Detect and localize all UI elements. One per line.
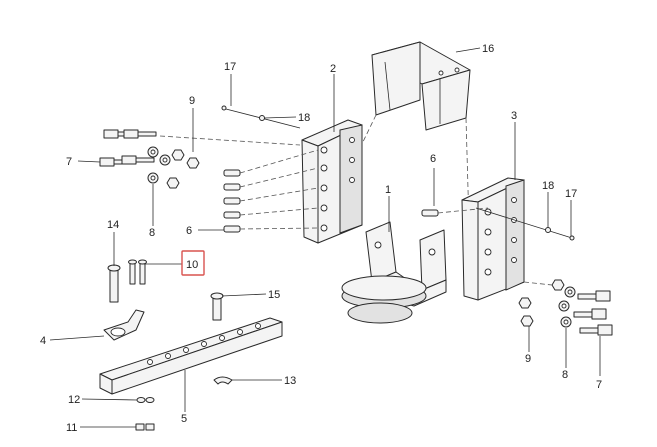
part-15-pin[interactable] [210, 292, 224, 321]
part-5-draw-bar[interactable] [99, 317, 283, 395]
right-clip-18[interactable] [545, 227, 551, 233]
callout-5: 5 [181, 413, 187, 425]
callout-13: 13 [284, 375, 296, 387]
part-4-hitch-bracket[interactable] [103, 309, 145, 341]
right-bolts-7[interactable] [573, 290, 613, 336]
callout-11: 11 [66, 422, 77, 434]
callout-labels: 2 1 3 4 5 6 6 7 7 8 8 9 9 10 11 12 13 14… [40, 43, 602, 434]
callout-14: 14 [107, 219, 119, 231]
part-10-pins[interactable] [128, 259, 147, 285]
right-washers-8[interactable] [558, 286, 576, 328]
callout-15: 15 [268, 289, 280, 301]
part-1-coupling-body[interactable] [341, 221, 447, 324]
right-pin-17[interactable] [475, 207, 575, 241]
part-14-pin[interactable] [107, 264, 121, 303]
left-bolts-6[interactable] [223, 169, 241, 233]
callout-10: 10 [186, 259, 198, 271]
callout-9-left: 9 [189, 95, 195, 107]
callout-8-right: 8 [562, 369, 568, 381]
callout-8-left: 8 [149, 227, 155, 239]
left-bolts-7[interactable] [99, 129, 157, 167]
right-bolt-6[interactable] [421, 209, 439, 217]
left-washers-8[interactable] [147, 146, 171, 184]
leader-lines [49, 47, 601, 428]
part-2-left-plate[interactable] [301, 119, 363, 244]
callout-17-right: 17 [565, 188, 577, 200]
callout-9-right: 9 [525, 353, 531, 365]
callout-6-right: 6 [430, 153, 436, 165]
callout-4: 4 [40, 335, 46, 347]
part-12-washers[interactable] [136, 397, 155, 403]
callout-10-highlight [181, 250, 205, 276]
callout-2: 2 [330, 63, 336, 75]
part-11-nuts[interactable] [135, 423, 155, 431]
left-nuts-9[interactable] [166, 149, 200, 189]
callout-1: 1 [385, 184, 391, 196]
callout-18-right: 18 [542, 180, 554, 192]
callout-3: 3 [511, 110, 517, 122]
right-nuts-9[interactable] [518, 279, 565, 327]
part-3-right-plate[interactable] [461, 177, 525, 301]
part-16-top-bracket[interactable] [371, 41, 471, 131]
callout-6-left: 6 [186, 225, 192, 237]
callout-17-left: 17 [224, 61, 236, 73]
callout-7-right: 7 [596, 379, 602, 391]
left-clip-18[interactable] [259, 115, 265, 121]
part-13-clip[interactable] [213, 376, 233, 385]
callout-7-left: 7 [66, 156, 72, 168]
callout-12: 12 [68, 394, 80, 406]
callout-18-left: 18 [298, 112, 310, 124]
callout-16: 16 [482, 43, 494, 55]
